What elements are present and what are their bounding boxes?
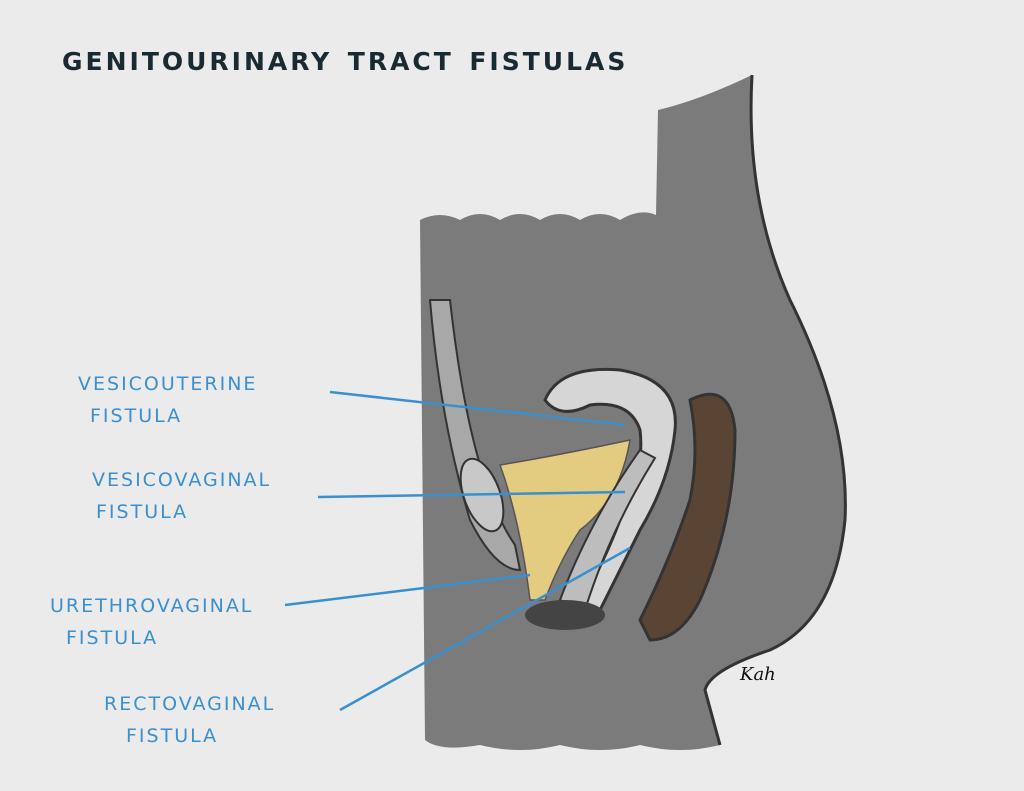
abdominal-wall — [428, 299, 522, 572]
vesicovaginal-line — [317, 490, 626, 499]
rectum — [638, 392, 737, 642]
rectovaginal-line — [339, 546, 631, 712]
bladder — [498, 439, 631, 601]
vagina — [558, 448, 657, 612]
diagram-title: Genitourinary tract fistulas — [62, 38, 629, 79]
label-line2: Fistula — [66, 620, 159, 651]
label-vesicouterine: Vesicouterine Fistula — [78, 366, 257, 430]
label-line2: Fistula — [96, 494, 189, 525]
uterus — [543, 367, 677, 612]
label-line1: Vesicovaginal — [92, 462, 272, 493]
vesicouterine-line — [329, 390, 626, 427]
label-line2: Fistula — [90, 398, 183, 429]
leader-lines — [284, 390, 631, 712]
label-line1: Vesicouterine — [78, 366, 258, 397]
body-outline — [703, 74, 847, 746]
artist-signature: Kah — [740, 664, 776, 685]
label-urethrovaginal: Urethrovaginal Fistula — [50, 588, 253, 652]
label-line2: Fistula — [126, 718, 219, 749]
urethrovaginal-line — [284, 573, 531, 607]
label-vesicovaginal: Vesicovaginal Fistula — [92, 462, 271, 526]
label-rectovaginal: Rectovaginal Fistula — [104, 686, 275, 750]
perineum — [525, 600, 605, 630]
label-line1: Rectovaginal — [104, 686, 276, 717]
label-line1: Urethrovaginal — [50, 588, 254, 619]
